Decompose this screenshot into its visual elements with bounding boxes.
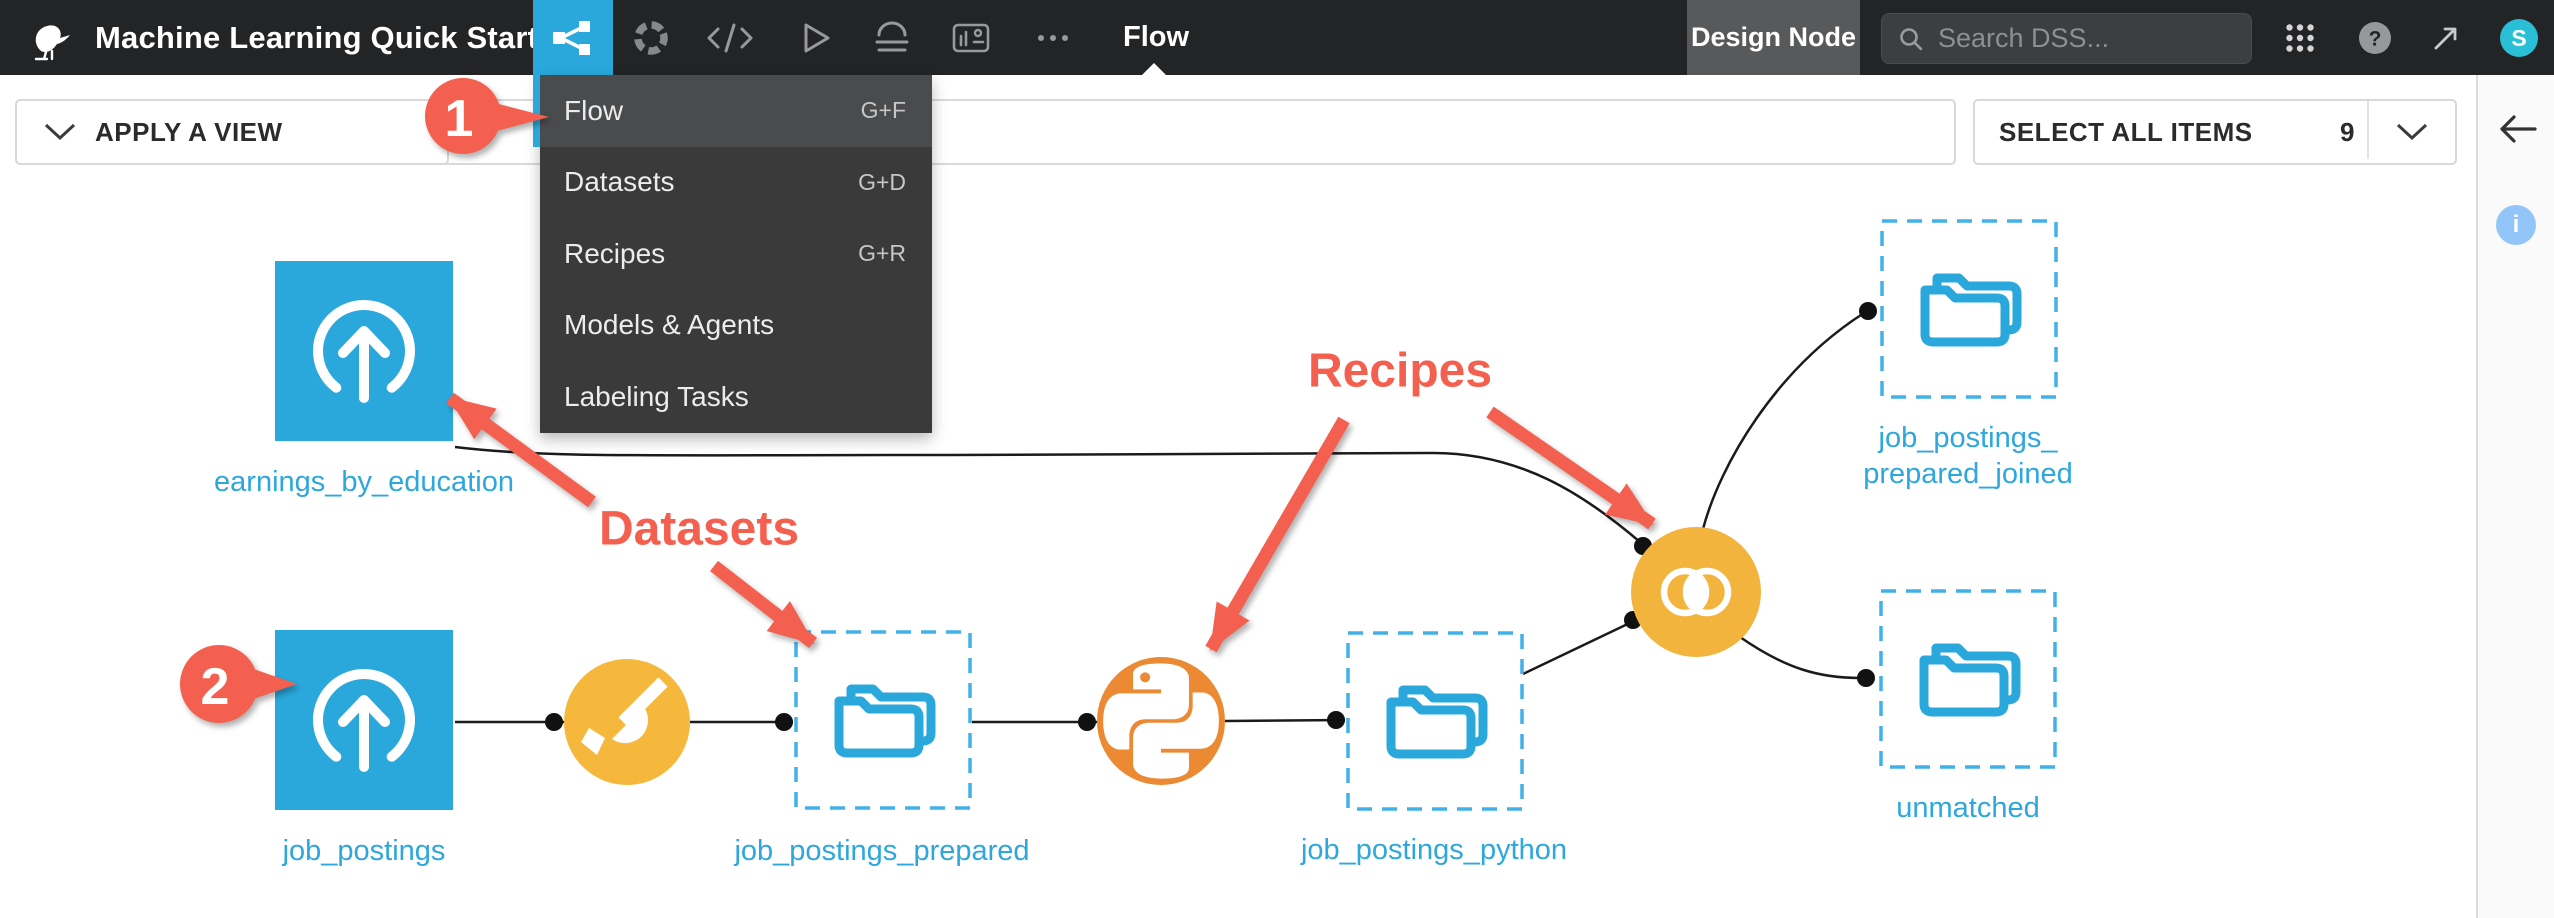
menu-item-labeling-tasks[interactable]: Labeling Tasks xyxy=(540,361,932,433)
play-icon xyxy=(804,23,830,52)
flow-icon xyxy=(553,20,590,55)
folder-icon xyxy=(834,684,936,758)
nav-catalog-button[interactable] xyxy=(611,0,691,75)
search-placeholder: Search DSS... xyxy=(1938,23,2110,53)
apps-grid-button[interactable] xyxy=(2268,0,2332,75)
project-title[interactable]: Machine Learning Quick Start xyxy=(95,19,539,55)
nav-stack-button[interactable] xyxy=(852,0,932,75)
info-icon[interactable]: i xyxy=(2496,205,2536,245)
select-all-items-button[interactable]: SELECT ALL ITEMS 9 xyxy=(1973,99,2457,165)
dashed-border xyxy=(1346,631,1524,811)
user-avatar[interactable]: S xyxy=(2500,19,2538,57)
node-label-job-postings: job_postings xyxy=(282,835,446,867)
nav-jobs-button[interactable] xyxy=(775,0,855,75)
flow-nav-dropdown-menu: Flow G+F Datasets G+D Recipes G+R Models… xyxy=(540,75,932,433)
label-line-2: prepared_joined xyxy=(1863,458,2073,490)
node-label-earnings-by-education: earnings_by_education xyxy=(214,466,514,498)
svg-text:?: ? xyxy=(2369,27,2382,50)
breadcrumb-flow[interactable]: Flow xyxy=(1123,21,1190,53)
menu-item-shortcut: G+R xyxy=(858,240,906,267)
ellipsis-icon xyxy=(1038,34,1068,41)
node-job-postings-python[interactable] xyxy=(1345,630,1525,817)
nine-dot-grid-icon xyxy=(2286,23,2314,52)
menu-item-label: Recipes xyxy=(564,237,666,269)
annotation-datasets-label: Datasets xyxy=(599,503,799,556)
node-label-job-postings-prepared: job_postings_prepared xyxy=(734,835,1030,867)
top-navbar: Machine Learning Quick Start xyxy=(0,0,2554,75)
folder-icon xyxy=(1386,685,1488,759)
nav-code-button[interactable] xyxy=(690,0,770,75)
trend-arrow-icon xyxy=(2434,27,2457,49)
node-join-recipe[interactable] xyxy=(1631,527,1761,657)
annotation-step2-number: 2 xyxy=(201,658,230,716)
dashed-border xyxy=(1879,589,2057,769)
menu-item-label: Flow xyxy=(564,94,624,126)
menu-item-flow[interactable]: Flow G+F xyxy=(540,75,932,147)
search-icon xyxy=(1900,27,1923,50)
python-icon xyxy=(1103,663,1219,779)
card-chart-icon xyxy=(952,23,990,52)
node-label-job-postings-prepared-joined: job_postings_ prepared_joined xyxy=(1818,420,2118,492)
nav-wiki-button[interactable] xyxy=(931,0,1011,75)
collapse-left-arrow-icon[interactable] xyxy=(2496,113,2538,145)
usage-trend-button[interactable] xyxy=(2416,0,2480,75)
chevron-down-icon[interactable] xyxy=(2395,122,2429,142)
broom-icon xyxy=(581,677,668,755)
node-job-postings-prepared-joined[interactable] xyxy=(1879,218,2059,405)
node-label-job-postings-python: job_postings_python xyxy=(1300,834,1568,866)
menu-item-shortcut: G+D xyxy=(858,168,906,195)
folder-icon xyxy=(1919,643,2021,717)
upload-dataset-icon xyxy=(313,300,415,403)
selected-count: 9 xyxy=(2340,116,2355,147)
annotation-recipes-label: Recipes xyxy=(1308,345,1492,398)
segmented-ring-icon xyxy=(634,20,668,55)
help-icon: ? xyxy=(2359,21,2391,54)
menu-item-datasets[interactable]: Datasets G+D xyxy=(540,147,932,219)
annotation-arrow-recipes-to-join xyxy=(1486,406,1656,530)
nav-flow-button[interactable] xyxy=(533,0,613,75)
node-label-unmatched: unmatched xyxy=(1896,792,2040,824)
right-panel-divider xyxy=(2476,75,2478,918)
node-prepare-recipe[interactable] xyxy=(564,659,690,785)
folder-icon xyxy=(1920,273,2022,347)
active-nav-strip xyxy=(533,75,540,147)
dashed-border xyxy=(1880,219,2058,399)
breadcrumb-caret xyxy=(1142,63,1166,75)
node-unmatched[interactable] xyxy=(1878,588,2058,775)
node-job-postings-prepared[interactable] xyxy=(793,629,973,816)
node-python-recipe[interactable] xyxy=(1097,657,1225,785)
menu-item-label: Models & Agents xyxy=(564,309,775,341)
help-button[interactable]: ? xyxy=(2343,0,2407,75)
menu-item-label: Labeling Tasks xyxy=(564,380,749,412)
annotation-arrow-recipes-to-python xyxy=(1205,416,1350,653)
layer-stack-icon xyxy=(875,21,909,51)
dataiku-logo-icon[interactable] xyxy=(26,16,72,62)
node-job-postings[interactable] xyxy=(275,630,453,810)
code-brackets-icon xyxy=(707,23,753,52)
search-input[interactable]: Search DSS... xyxy=(1881,13,2252,64)
menu-item-models-agents[interactable]: Models & Agents xyxy=(540,290,932,362)
menu-item-label: Datasets xyxy=(564,166,675,198)
upload-dataset-icon xyxy=(313,669,415,772)
dashed-border xyxy=(794,630,972,810)
menu-item-shortcut: G+F xyxy=(860,97,906,124)
menu-item-recipes[interactable]: Recipes G+R xyxy=(540,218,932,290)
button-divider xyxy=(2367,101,2369,159)
apply-a-view-label: APPLY A VIEW xyxy=(95,116,283,147)
select-all-items-label: SELECT ALL ITEMS xyxy=(1999,116,2253,147)
join-circles-icon xyxy=(1660,567,1732,617)
label-line-1: job_postings_ xyxy=(1878,422,2058,454)
chevron-down-icon xyxy=(44,123,76,141)
node-earnings-by-education[interactable] xyxy=(275,261,453,441)
apply-a-view-button[interactable]: APPLY A VIEW xyxy=(15,99,449,165)
right-panel-collapsed: i xyxy=(2478,75,2554,918)
design-node-badge[interactable]: Design Node xyxy=(1687,0,1860,75)
nav-more-button[interactable] xyxy=(1013,0,1093,75)
